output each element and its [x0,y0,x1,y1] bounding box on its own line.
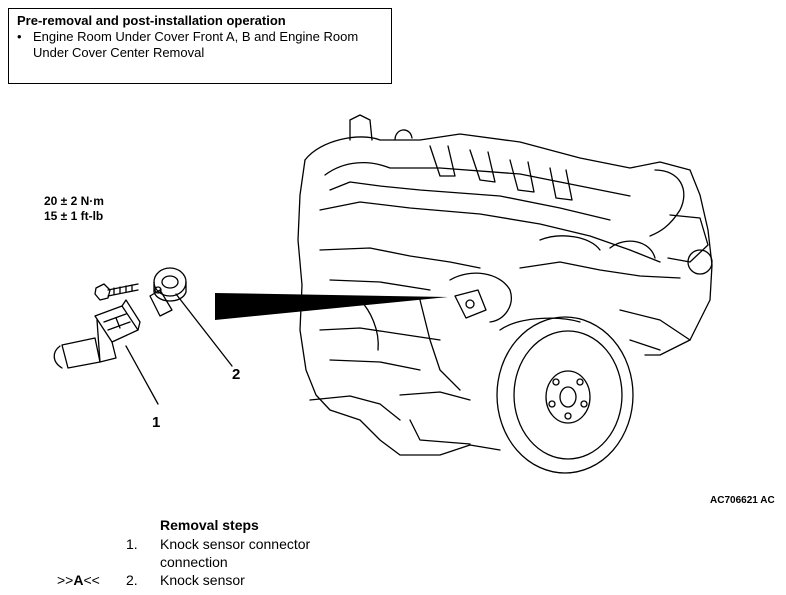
torque-spec: 20 ± 2 N·m 15 ± 1 ft-lb [44,194,104,224]
knock-sensor-drawing [149,267,187,317]
step-text: connection [160,554,228,570]
step-number: 2. [126,572,138,588]
knock-sensor-connector-drawing [53,299,141,369]
removal-steps-title: Removal steps [160,517,259,533]
bullet: • [17,29,22,44]
step-row-continuation: connection [0,554,786,572]
step-text: Knock sensor [160,572,245,588]
callout-2: 2 [232,366,241,383]
engine-drawing [297,114,713,474]
note-item-line2: Under Cover Center Removal [33,45,205,60]
callout-1-leader [125,345,159,405]
note-item-line1: Engine Room Under Cover Front A, B and E… [33,29,359,44]
note-title: Pre-removal and post-installation operat… [17,13,286,28]
callout-2-leader [175,293,233,367]
step-number: 1. [126,536,138,552]
note-item: • Engine Room Under Cover Front A, B and… [17,29,383,61]
note-item-text: Engine Room Under Cover Front A, B and E… [33,29,358,61]
step-row: >>A<< 2. Knock sensor [0,572,786,590]
step-text: Knock sensor connector [160,536,311,552]
engine-illustration [53,114,713,474]
ref-prefix: >> [57,572,74,588]
callout-1: 1 [152,414,161,431]
figure-id: AC706621 AC [710,495,775,506]
step-row: 1. Knock sensor connector [0,536,786,554]
pointer-arrow [215,293,448,320]
pre-removal-note-box: Pre-removal and post-installation operat… [8,8,392,84]
ref-suffix: << [83,572,100,588]
bolt-drawing [94,283,139,301]
flywheel-drawing [496,316,634,474]
ref-letter: A [73,572,84,588]
reference-marker[interactable]: >>A<< [57,572,100,588]
torque-ftlb: 15 ± 1 ft-lb [44,209,104,223]
torque-nm: 20 ± 2 N·m [44,194,104,208]
